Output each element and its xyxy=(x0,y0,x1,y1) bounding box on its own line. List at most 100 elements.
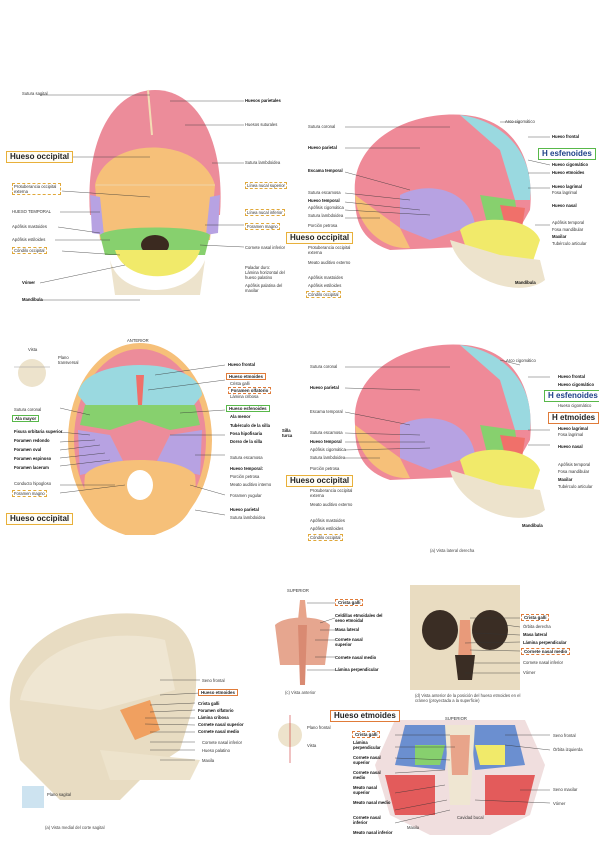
sagittal-skull-illustration xyxy=(9,613,201,808)
label-arco-cigomatico-4: Arco cigomático xyxy=(506,358,536,363)
label-porcion-petrosa: Porción petrosa xyxy=(308,223,338,228)
label-crista-galli-3: Crista galli xyxy=(230,381,250,386)
label-protuberancia: Protuberancia occipital externa xyxy=(12,183,61,195)
ethmoid-illustration xyxy=(275,600,336,685)
label-sutura-sagital: Sutura sagital xyxy=(22,91,48,96)
label-sutura-coronal-3: Sutura coronal xyxy=(14,407,42,412)
panel-ethmoid-anterior: SUPERIOR Crista galli Celdillas etmoidal… xyxy=(265,585,400,700)
label-cornete-superior-6: Cornete nasal superior xyxy=(335,637,363,647)
label-cornete-nasal-inferior: Cornete nasal inferior xyxy=(245,245,286,250)
lateral-skull-illustration-1 xyxy=(344,114,551,288)
label-arco-cigomatico: Arco cigomático xyxy=(505,119,535,124)
posterior-skull-illustration xyxy=(39,89,245,301)
box-h-esfenoides-4: H esfenoides xyxy=(544,390,599,402)
label-sutura-lambdoidea-4: Sutura lambdoidea xyxy=(310,455,346,460)
label-linea-nucal-superior: Línea nucal superior xyxy=(245,182,287,189)
label-apofisis-temporal: Apófisis temporal xyxy=(552,220,585,225)
label-ala-menor: Ala menor xyxy=(230,414,251,419)
label-foramen-lacerum: Foramen lacerum xyxy=(14,465,49,470)
label-hueso-lagrimal: Hueso lagrimal xyxy=(552,184,583,189)
label-cornete-medio-5: Cornete nasal medio xyxy=(198,729,240,734)
label-hueso-cigomatico-4b: Hueso cigomático xyxy=(558,403,592,408)
label-lamina-perpendicular-8: Lámina perpendicular xyxy=(353,740,381,750)
panel-sagittal-view: Seno frontal Hueso etmoides Crista galli… xyxy=(0,600,275,835)
label-hueso-temporal: Hueso temporal xyxy=(308,198,340,203)
label-vista: Vista xyxy=(28,347,38,352)
label-sutura-escamosa-4: Sutura escamosa xyxy=(310,430,343,435)
label-sutura-lambdoidea: Sutura lambdoidea xyxy=(245,160,281,165)
label-sutura-coronal: Sutura coronal xyxy=(308,124,336,129)
label-hueso-temporal-4: Hueso temporal xyxy=(310,439,342,444)
label-foramen-espinoso: Foramen espinoso xyxy=(14,456,52,461)
label-lamina-perpendicular-6: Lámina perpendicular xyxy=(335,667,379,672)
label-tuberculo-articular-4: Tubérculo articular xyxy=(558,484,593,489)
caption-vista-medial: (a) Vista medial del corte sagital xyxy=(45,825,105,830)
label-fosa-mandibular-4: Fosa mandibular xyxy=(558,469,590,474)
label-plano-sagital: Plano sagital xyxy=(47,792,71,797)
label-hueso-parietal: Hueso parietal xyxy=(308,145,337,150)
label-tuberculo-articular: Tubérculo articular xyxy=(552,241,587,246)
label-paladar-duro: Paladar duro: xyxy=(245,265,271,270)
label-silla-turca: Silla turca xyxy=(282,428,293,438)
lateral-skull-illustration-2 xyxy=(344,344,550,518)
label-foramen-olfatorio: Foramen olfatorio xyxy=(228,387,272,394)
label-huesos-suturales: Huesos suturales xyxy=(245,122,278,127)
label-conducto-hipogloso: Conducto hipogloso xyxy=(14,481,52,486)
label-hueso-parietal-3: Hueso parietal xyxy=(230,507,259,512)
panel-lateral-view-2: Sutura coronal Arco cigomático Hueso fro… xyxy=(286,340,599,560)
label-apofisis-estiloides-2: Apófisis estiloides xyxy=(308,283,342,288)
label-apofisis-mastoides: Apófisis mastoides xyxy=(12,224,47,229)
label-escama-temporal-4: Escama temporal xyxy=(310,409,343,414)
label-hueso-temporal: HUESO TEMPORAL xyxy=(12,209,52,214)
label-lamina-perpendicular-7: Lámina perpendicular xyxy=(523,640,567,645)
label-vomer: Vómer xyxy=(22,280,36,285)
label-apofisis-mastoides-2: Apófisis mastoides xyxy=(308,275,343,280)
label-apofisis-palatina: Apófisis palatina del maxilar xyxy=(245,283,283,293)
box-hueso-occipital: Hueso occipital xyxy=(6,151,74,163)
label-meato-medio-8: Meato nasal medio xyxy=(353,800,391,805)
label-cornete-superior-8: Cornete nasal superior xyxy=(353,755,381,765)
label-maxila-5: Maxila xyxy=(202,758,215,763)
box-h-esfenoides: H esfenoides xyxy=(538,148,596,160)
label-dorso-silla: Dorso de la silla xyxy=(230,439,263,444)
label-orbita-derecha: Órbita derecha xyxy=(523,624,551,629)
label-hueso-esfenoides-3: Hueso esfenoides xyxy=(226,405,270,412)
label-tuberculo-silla: Tubérculo de la silla xyxy=(230,423,270,428)
label-cornete-medio-6: Cornete nasal medio xyxy=(335,655,377,660)
label-orbita-izquierda: Órbita izquierda xyxy=(553,747,583,752)
frontal-section-illustration xyxy=(278,715,551,835)
panel-frontal-section: Plano frontal Vista Hueso etmoides SUPER… xyxy=(265,705,599,845)
label-escama-temporal: Escama temporal xyxy=(308,168,343,173)
label-hueso-frontal-3: Hueso frontal xyxy=(228,362,255,367)
label-apofisis-mastoides-4: Apófisis mastoides xyxy=(310,518,345,523)
label-cornete-superior-5: Cornete nasal superior xyxy=(198,722,244,727)
label-fisura-orbitaria: Fisura orbitaria superior xyxy=(14,429,63,434)
caption-vista-anterior-c: (c) Vista anterior xyxy=(285,690,316,695)
label-superior-6: SUPERIOR xyxy=(287,588,309,593)
label-crista-galli-6: Crista galli xyxy=(335,599,364,606)
label-cornete-medio-8: Cornete nasal medio xyxy=(353,770,381,780)
label-seno-maxilar: Seno maxilar xyxy=(553,787,578,792)
label-cornete-inferior-7: Cornete nasal inferior xyxy=(523,660,564,665)
label-fosa-lagrimal: Fosa lagrimal xyxy=(552,190,578,195)
label-foramen-magno-3: Foramen magno xyxy=(12,490,47,497)
label-condilo-occipital-4: Cóndilo occipital xyxy=(308,534,343,541)
label-meato-auditivo: Meato auditivo externo xyxy=(308,260,351,265)
label-vomer-7: Vómer xyxy=(523,670,536,675)
box-hueso-occipital-4: Hueso occipital xyxy=(286,475,354,487)
label-meato-auditivo-4: Meato auditivo externo xyxy=(310,502,353,507)
label-crista-galli-7: Crista galli xyxy=(521,614,550,621)
label-lamina-cribosa-3: Lámina cribosa xyxy=(230,394,259,399)
box-hueso-occipital-2: Hueso occipital xyxy=(286,232,354,244)
label-porcion-petrosa-4: Porción petrosa xyxy=(310,466,340,471)
label-cornete-inferior-8: Cornete nasal inferior xyxy=(353,815,381,825)
cranial-base-illustration xyxy=(14,343,226,535)
label-hueso-frontal: Hueso frontal xyxy=(552,134,579,139)
label-apofisis-estiloides: Apófisis estiloides xyxy=(12,237,46,242)
label-crista-galli-8: Crista galli xyxy=(352,731,381,738)
label-fosa-lagrimal-4: Fosa lagrimal xyxy=(558,432,584,437)
label-foramen-redondo: Foramen redondo xyxy=(14,438,50,443)
label-porcion-petrosa-3: Porción petrosa xyxy=(230,474,260,479)
label-foramen-oval: Foramen oval xyxy=(14,447,42,452)
label-anterior: ANTERIOR xyxy=(127,338,149,343)
